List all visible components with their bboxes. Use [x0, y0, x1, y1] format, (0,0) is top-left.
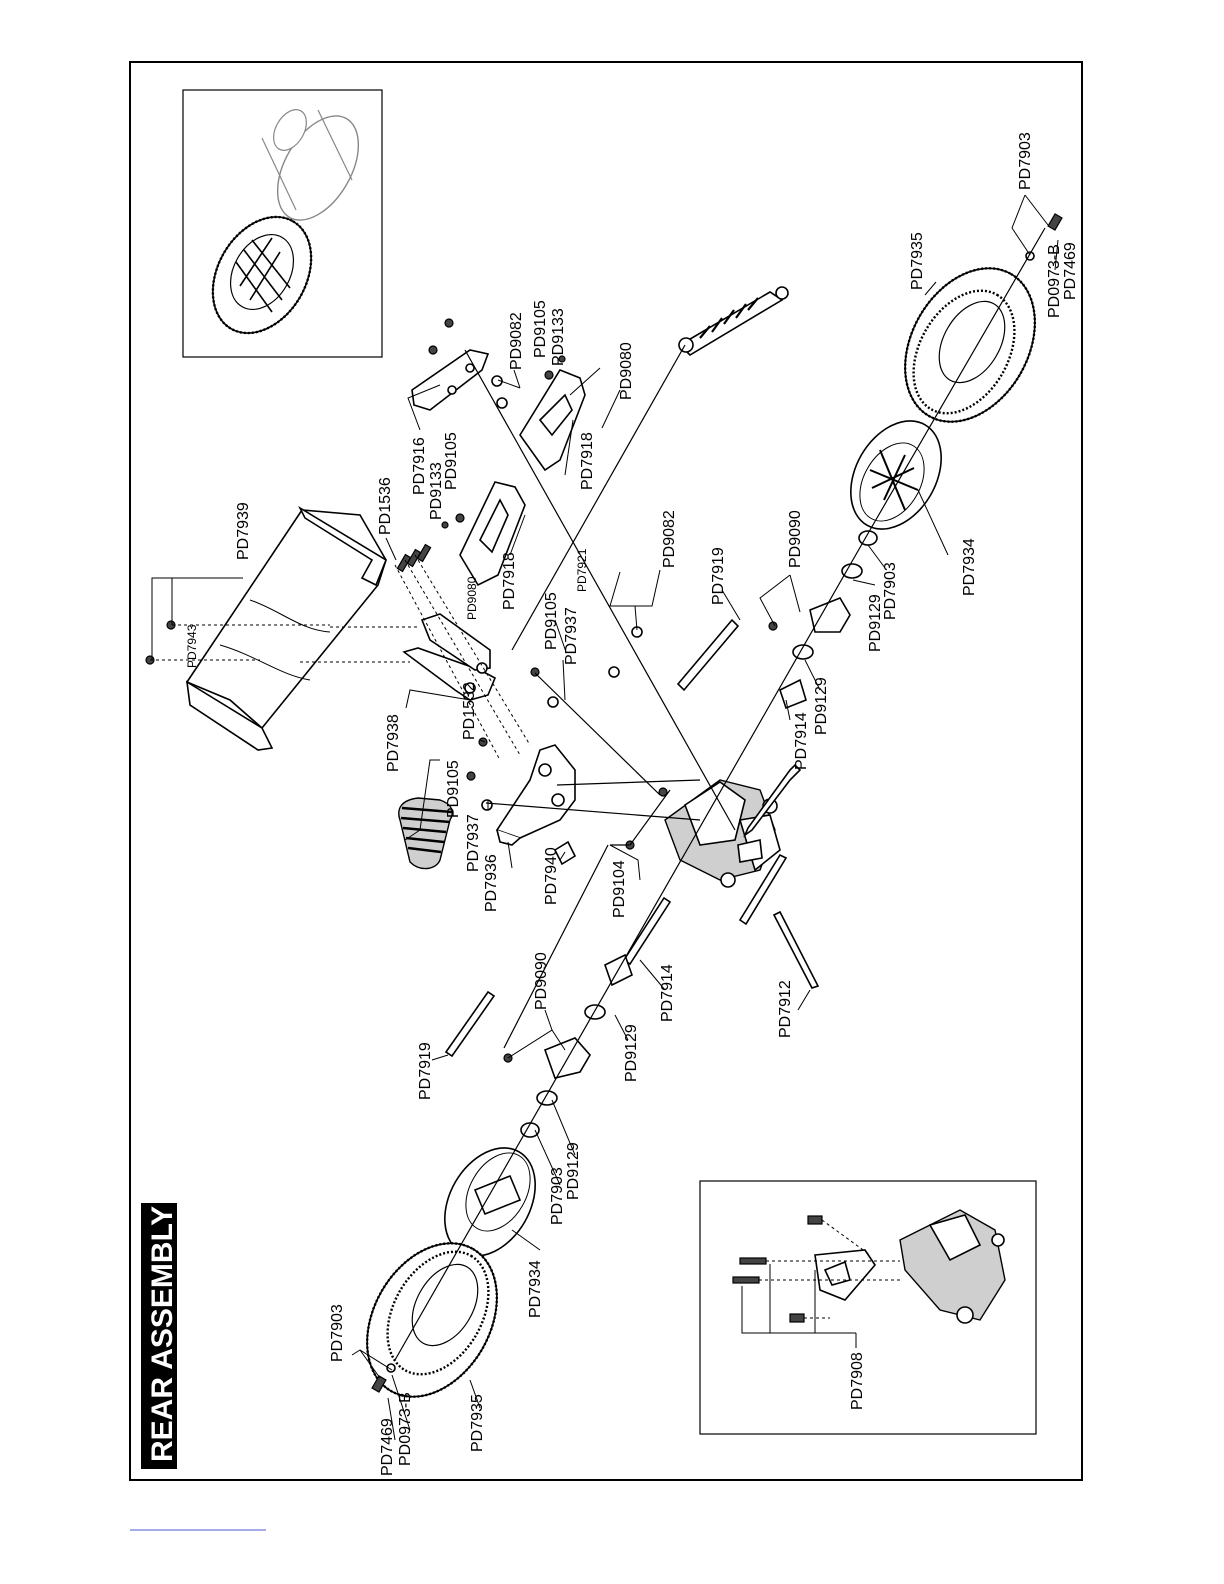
left-shock	[398, 797, 453, 870]
shock-tower	[495, 744, 576, 846]
foam-insert-illustration	[261, 109, 360, 221]
label-pd7919-a: PD7919	[710, 547, 727, 605]
label-pd9090-a: PD9090	[787, 510, 804, 568]
label-pd9129-a: PD9129	[867, 594, 884, 652]
right-shock	[678, 286, 789, 357]
label-pd7903-a: PD7903	[882, 562, 899, 620]
label-pd7918-b: PD7918	[501, 552, 518, 610]
label-pd7916: PD7916	[411, 437, 428, 495]
label-pd7903-c: PD7903	[549, 1167, 566, 1225]
label-pd7914-b: PD7914	[659, 964, 676, 1022]
left-rim	[444, 1147, 536, 1257]
rear-wing	[185, 505, 387, 751]
inset-hinge-brace	[699, 1180, 1037, 1435]
label-pd7912: PD7912	[777, 980, 794, 1038]
lower-suspension-arm	[459, 481, 526, 587]
label-pd7903-d: PD7903	[329, 1304, 346, 1362]
label-pd7935-a: PD7935	[909, 232, 926, 290]
label-pd7469-b: PD7469	[379, 1418, 396, 1476]
label-pd7937-a: PD7937	[563, 607, 580, 665]
label-pd7919-b: PD7919	[417, 1042, 434, 1100]
label-pd9105-b: PD9105	[532, 300, 549, 358]
suspension-brace	[411, 349, 490, 411]
right-rim	[850, 420, 942, 530]
leader-lines	[151, 194, 1059, 1441]
label-pd9133-a: PD9133	[428, 462, 445, 520]
label-pd7936: PD7936	[483, 854, 500, 912]
upper-suspension-arm	[519, 369, 586, 472]
label-pd9080-a: PD9080	[618, 342, 635, 400]
label-pd7918-a: PD7918	[579, 432, 596, 490]
left-tire	[365, 1242, 499, 1398]
label-pd7937-b: PD7937	[465, 814, 482, 872]
label-pd9105-a: PD9105	[443, 432, 460, 490]
label-pd7921: PD7921	[575, 548, 589, 592]
label-pd7934-a: PD7934	[961, 538, 978, 596]
label-pd9082-a: PD9082	[508, 312, 525, 370]
page-title: REAR ASSEMBLY	[146, 1206, 179, 1462]
label-pd1532: PD1532	[461, 682, 478, 740]
right-tire	[903, 267, 1037, 423]
label-pd7939: PD7939	[235, 502, 252, 560]
label-pd9082-b: PD9082	[661, 510, 678, 568]
label-pd7908: PD7908	[849, 1352, 866, 1410]
label-pd7938: PD7938	[385, 714, 402, 772]
wing-mount	[402, 613, 497, 701]
label-pd9129-c: PD9129	[623, 1024, 640, 1082]
label-pd9104: PD9104	[611, 860, 628, 918]
inset-tire-illustration	[211, 215, 313, 335]
label-pd9129-d: PD9129	[565, 1142, 582, 1200]
gearbox-housing	[664, 779, 781, 888]
label-pd7934-b: PD7934	[527, 1260, 544, 1318]
label-pd9105-d: PD9105	[445, 760, 462, 818]
label-pd0973b-b: PD0973-B	[397, 1392, 414, 1466]
label-pd7940: PD7940	[543, 847, 560, 905]
label-pd7914-a: PD7914	[793, 712, 810, 770]
label-pd9080-b: PD9080	[465, 576, 479, 620]
label-pd9105-c: PD9105	[543, 592, 560, 650]
label-pd7469-a: PD7469	[1062, 242, 1079, 300]
label-pd0973b-a: PD0973-B	[1046, 244, 1063, 318]
label-pd9090-b: PD9090	[533, 952, 550, 1010]
label-pd9133-b: PD9133	[550, 308, 567, 366]
label-pd9129-b: PD9129	[813, 677, 830, 735]
part-labels: PD7939 PD1536 PD7916 PD9133 PD9105 PD908…	[185, 132, 1079, 1476]
page-frame	[129, 61, 1083, 1481]
label-pd7903-b: PD7903	[1017, 132, 1034, 190]
title-banner: REAR ASSEMBLY	[141, 1203, 179, 1469]
explode-lines	[150, 227, 1046, 1361]
label-pd7943: PD7943	[185, 624, 199, 668]
inset-tire-foam	[182, 89, 383, 358]
label-pd1536: PD1536	[377, 477, 394, 535]
label-pd7935-b: PD7935	[469, 1394, 486, 1452]
drive-shafts-links	[444, 618, 820, 1058]
